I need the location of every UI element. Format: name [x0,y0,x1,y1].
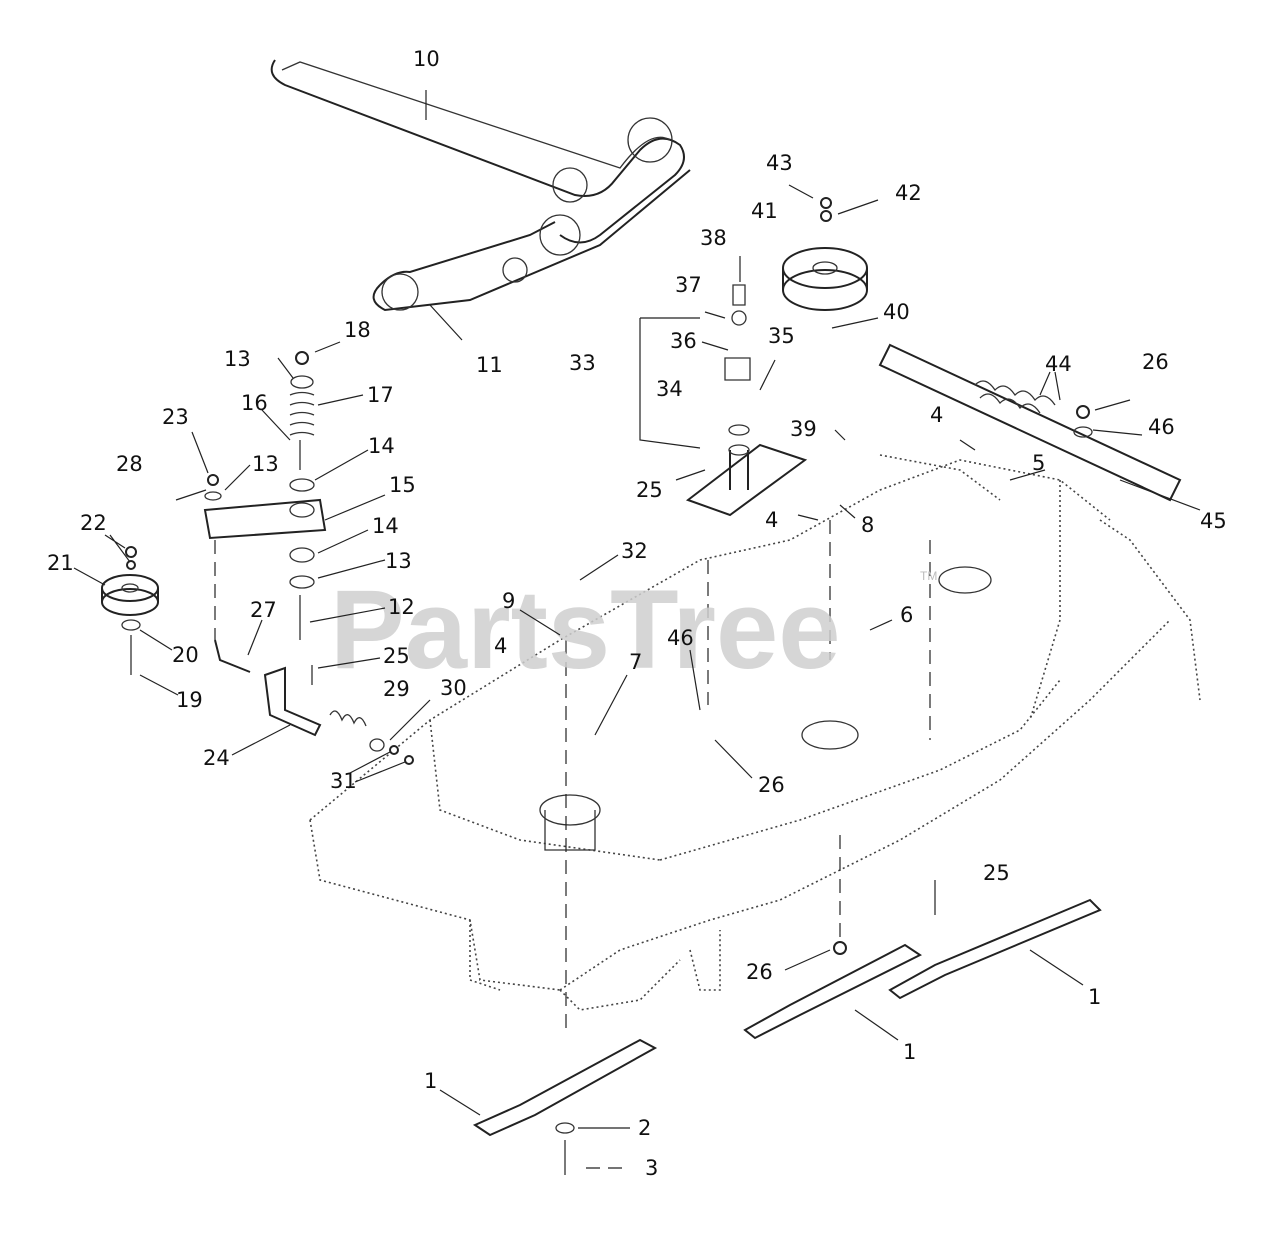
callout-13b: 13 [252,452,279,476]
callout-15: 15 [389,473,416,497]
drive-belt-lower [372,169,691,312]
callout-labels: 10 11 43 42 41 38 37 36 35 40 34 33 44 2… [47,47,1227,1180]
callout-27: 27 [250,598,277,622]
center-lines [565,520,931,1030]
spring-bracket [263,665,414,765]
callout-25a: 25 [636,478,663,502]
callout-11: 11 [476,353,503,377]
callout-24: 24 [203,746,230,770]
callout-25b: 25 [383,644,410,668]
callout-45: 45 [1200,509,1227,533]
callout-39: 39 [790,417,817,441]
mower-deck-housing [309,454,1201,1011]
idler-arm-bracket [639,284,808,517]
callout-34: 34 [656,377,683,401]
callout-4b: 4 [765,508,778,532]
callout-4c: 4 [494,634,507,658]
callout-21: 21 [47,551,74,575]
callout-7: 7 [629,650,642,674]
callout-41: 41 [751,199,778,223]
callout-4a: 4 [930,403,943,427]
callout-28: 28 [116,452,143,476]
blade-center [743,943,922,1040]
callout-22: 22 [80,511,107,535]
callout-43: 43 [766,151,793,175]
callout-23: 23 [162,405,189,429]
callout-13a: 13 [224,347,251,371]
callout-2: 2 [638,1116,651,1140]
callout-17: 17 [367,383,394,407]
callout-8: 8 [861,513,874,537]
callout-3: 3 [645,1156,658,1180]
blade-left [472,1038,658,1137]
callout-14a: 14 [368,434,395,458]
callout-31: 31 [330,769,357,793]
leader-lines [73,90,1201,1169]
belt-pulley [101,546,159,675]
callout-32: 32 [621,539,648,563]
blade-right [888,898,1102,1000]
callout-16: 16 [241,391,268,415]
callout-44: 44 [1045,352,1072,376]
callout-26b: 26 [758,773,785,797]
callout-30: 30 [440,676,467,700]
tension-spring-assembly [878,343,1182,502]
watermark: PartsTree [330,567,841,692]
callout-40: 40 [883,300,910,324]
drive-belt-upper [270,59,685,244]
callout-29: 29 [383,677,410,701]
callout-1c: 1 [424,1069,437,1093]
callout-42: 42 [895,181,922,205]
lift-linkage [175,351,327,673]
callout-36: 36 [670,329,697,353]
idler-pulley [782,197,868,311]
callout-33: 33 [569,351,596,375]
callout-18: 18 [344,318,371,342]
callout-26: 26 [1142,350,1169,374]
blade-hardware [555,880,936,1175]
callout-46b: 46 [667,626,694,650]
callout-6: 6 [900,603,913,627]
callout-9: 9 [502,589,515,613]
callout-1b: 1 [903,1040,916,1064]
callout-37: 37 [675,273,702,297]
callout-12: 12 [388,595,415,619]
callout-5: 5 [1032,451,1045,475]
callout-20: 20 [172,643,199,667]
center-spindle [539,566,992,851]
watermark-tm: TM [920,569,937,583]
callout-35: 35 [768,324,795,348]
callout-46: 46 [1148,415,1175,439]
callout-13c: 13 [385,549,412,573]
callout-25c: 25 [983,861,1010,885]
callout-10: 10 [413,47,440,71]
callout-19: 19 [176,688,203,712]
callout-26c: 26 [746,960,773,984]
callout-1a: 1 [1088,985,1101,1009]
callout-38: 38 [700,226,727,250]
callout-14b: 14 [372,514,399,538]
